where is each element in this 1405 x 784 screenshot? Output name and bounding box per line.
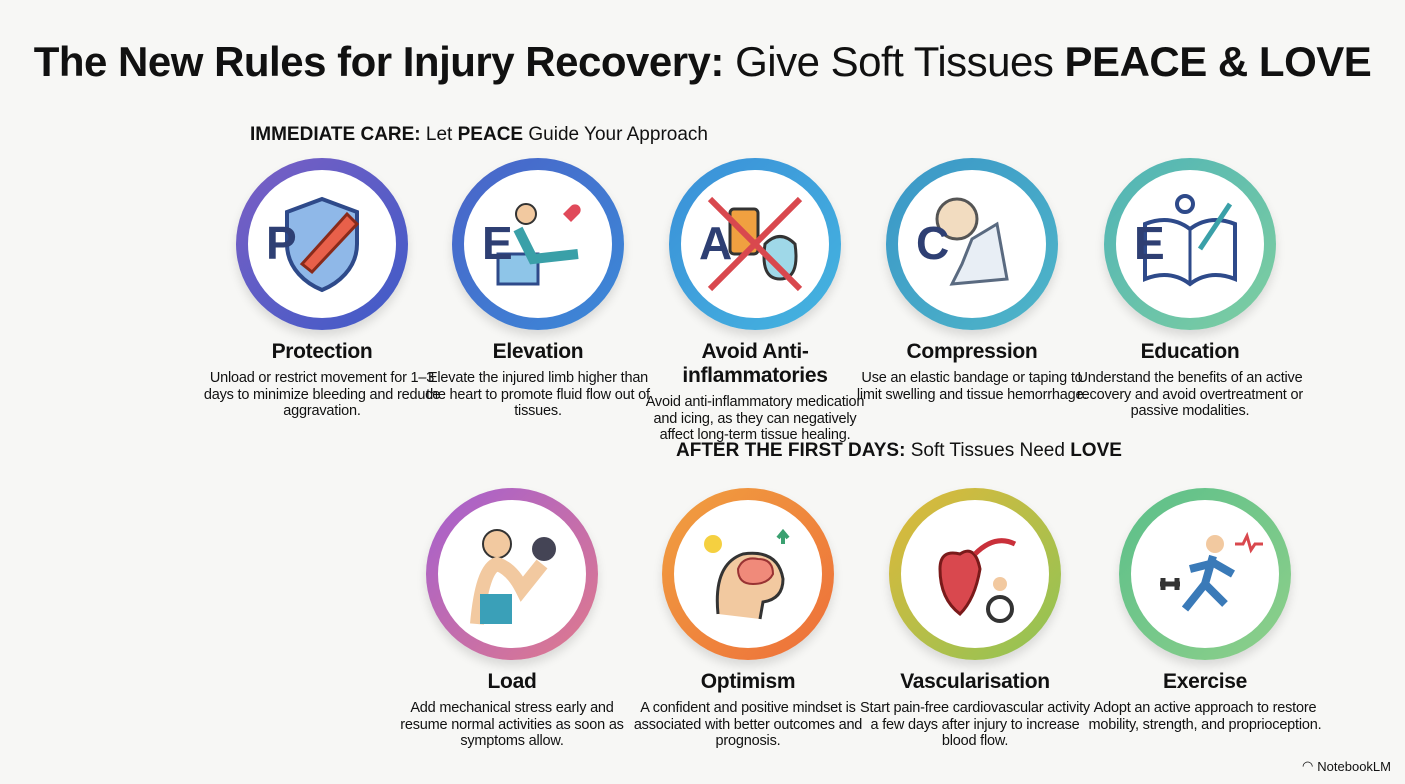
icon-circle	[901, 500, 1049, 648]
icon-circle: P	[248, 170, 396, 318]
open-book-icon	[1143, 194, 1237, 287]
acronym-letter: C	[916, 217, 950, 269]
card-title: Protection	[271, 340, 373, 363]
icon-circle: C	[898, 170, 1046, 318]
notebooklm-logo-icon: ◠	[1301, 758, 1314, 773]
icon-circle: E	[1116, 170, 1264, 318]
card-description: Understand the benefits of an active rec…	[1077, 370, 1303, 419]
love-heading-word: LOVE	[1070, 440, 1122, 461]
card-description: Start pain-free cardiovascular activity …	[860, 700, 1090, 749]
icon-ring: E	[452, 158, 624, 330]
title-bold: The New Rules for Injury Recovery:	[33, 38, 725, 85]
title-peace-love: PEACE & LOVE	[1064, 38, 1372, 85]
card-title: Exercise	[1162, 670, 1247, 693]
icon-ring: E	[1104, 158, 1276, 330]
acronym-letter: A	[699, 217, 733, 269]
dumbbell-icon	[470, 529, 556, 625]
acronym-letter: E	[482, 217, 513, 269]
card-description: Elevate the injured limb higher than the…	[426, 370, 650, 419]
peace-heading: IMMEDIATE CARE: Let PEACE Guide Your App…	[250, 124, 708, 146]
card-title: Elevation	[492, 340, 584, 363]
card-title: Avoid Anti-inflammatories	[682, 340, 828, 387]
card-description: Avoid anti-inflammatory medication and i…	[645, 394, 865, 443]
icon-circle: E	[464, 170, 612, 318]
love-card-optimism: Optimism A confident and positive mindset…	[628, 488, 868, 750]
page-title: The New Rules for Injury Recovery: Give …	[0, 38, 1405, 86]
love-heading-text: Soft Tissues Need	[910, 440, 1065, 461]
icon-circle: A	[681, 170, 829, 318]
bandage-icon	[935, 197, 1009, 286]
love-heading-bold: AFTER THE FIRST DAYS:	[676, 440, 906, 461]
card-title: Education	[1140, 340, 1240, 363]
card-title: Vascularisation	[900, 670, 1050, 693]
icon-ring: P	[236, 158, 408, 330]
peace-heading-word: PEACE	[457, 124, 524, 145]
icon-circle	[1131, 500, 1279, 648]
icon-ring	[662, 488, 834, 660]
brain-icon	[704, 528, 790, 620]
icon-circle	[438, 500, 586, 648]
peace-heading-text2: Guide Your Approach	[528, 124, 708, 145]
icon-ring: C	[886, 158, 1058, 330]
heart-bike-icon	[938, 538, 1017, 623]
icon-ring: A	[669, 158, 841, 330]
icon-circle	[674, 500, 822, 648]
card-title: Compression	[906, 340, 1038, 363]
icon-ring	[889, 488, 1061, 660]
icon-ring	[426, 488, 598, 660]
card-description: Add mechanical stress early and resume n…	[400, 700, 624, 749]
card-title: Optimism	[700, 670, 796, 693]
love-heading: AFTER THE FIRST DAYS: Soft Tissues Need …	[676, 440, 1122, 462]
card-description: Unload or restrict movement for 1–3 days…	[203, 370, 441, 419]
shield-muscle-icon	[285, 196, 360, 293]
card-title: Load	[487, 670, 537, 693]
title-normal: Give Soft Tissues	[735, 38, 1054, 85]
peace-heading-bold: IMMEDIATE CARE:	[250, 124, 421, 145]
acronym-letter: E	[1134, 217, 1165, 269]
brand-label: NotebookLM	[1317, 758, 1391, 774]
card-description: Adopt an active approach to restore mobi…	[1088, 700, 1322, 733]
icon-ring	[1119, 488, 1291, 660]
running-icon	[1160, 531, 1263, 612]
notebooklm-brand: ◠NotebookLM	[1302, 758, 1391, 774]
card-description: Use an elastic bandage or taping to limi…	[856, 370, 1088, 403]
no-medication-icon	[707, 196, 803, 292]
acronym-letter: P	[266, 217, 297, 269]
peace-heading-text: Let	[425, 124, 453, 145]
elevated-leg-icon	[496, 203, 581, 286]
card-description: A confident and positive mindset is asso…	[633, 700, 863, 749]
